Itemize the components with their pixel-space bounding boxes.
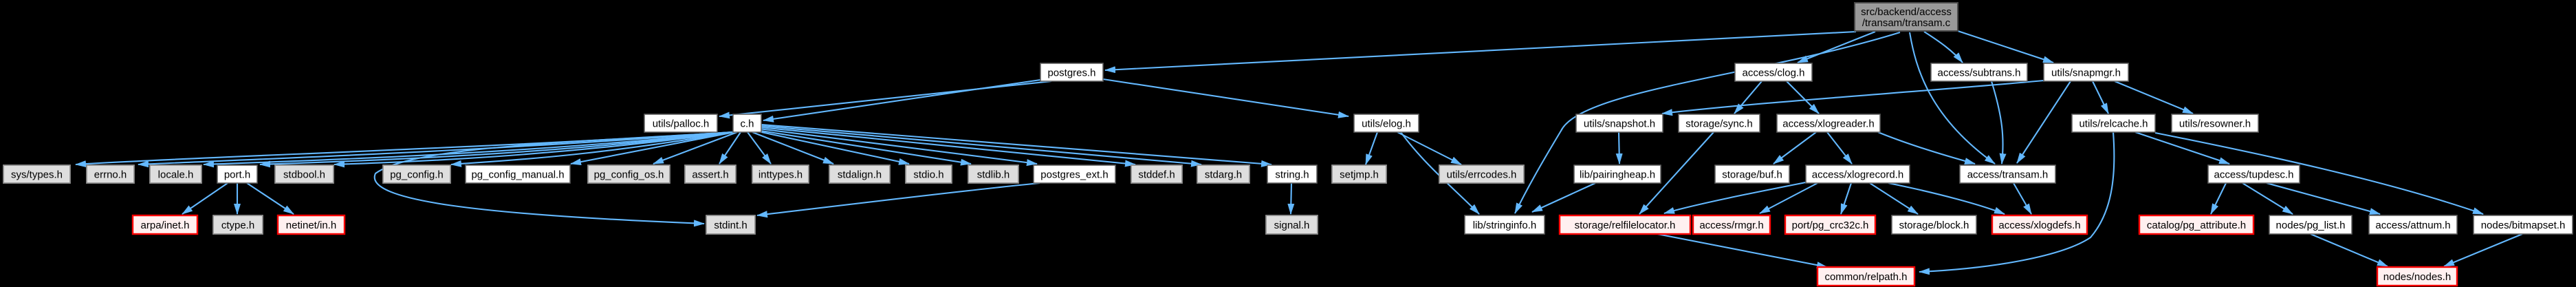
svg-text:storage/sync.h: storage/sync.h — [1685, 118, 1753, 129]
svg-text:stdbool.h: stdbool.h — [283, 169, 325, 180]
svg-text:stdalign.h: stdalign.h — [838, 169, 882, 180]
svg-text:locale.h: locale.h — [158, 169, 194, 180]
svg-text:access/xlogreader.h: access/xlogreader.h — [1782, 118, 1874, 129]
svg-text:lib/stringinfo.h: lib/stringinfo.h — [1473, 220, 1537, 231]
svg-text:access/xlogrecord.h: access/xlogrecord.h — [1812, 169, 1903, 180]
svg-text:utils/snapshot.h: utils/snapshot.h — [1584, 118, 1655, 129]
svg-text:stddef.h: stddef.h — [1138, 169, 1175, 180]
svg-text:lib/pairingheap.h: lib/pairingheap.h — [1580, 169, 1655, 180]
svg-text:assert.h: assert.h — [692, 169, 728, 180]
svg-text:utils/relcache.h: utils/relcache.h — [2079, 118, 2148, 129]
svg-text:stdint.h: stdint.h — [714, 220, 747, 231]
svg-text:catalog/pg_attribute.h: catalog/pg_attribute.h — [2147, 220, 2246, 231]
svg-text:access/tupdesc.h: access/tupdesc.h — [2214, 169, 2294, 180]
svg-text:src/backend/access: src/backend/access — [1861, 6, 1952, 18]
svg-text:utils/resowner.h: utils/resowner.h — [2179, 118, 2251, 129]
svg-text:sys/types.h: sys/types.h — [11, 169, 63, 180]
svg-text:access/clog.h: access/clog.h — [1743, 67, 1805, 78]
svg-text:access/xlogdefs.h: access/xlogdefs.h — [1998, 220, 2080, 231]
svg-text:nodes/bitmapset.h: nodes/bitmapset.h — [2481, 220, 2566, 231]
svg-text:setjmp.h: setjmp.h — [1340, 169, 1379, 180]
svg-text:utils/elog.h: utils/elog.h — [1362, 118, 1411, 129]
svg-text:netinet/in.h: netinet/in.h — [286, 220, 336, 231]
svg-text:storage/block.h: storage/block.h — [1899, 220, 1969, 231]
svg-text:access/transam.h: access/transam.h — [1967, 169, 2049, 180]
svg-text:stdarg.h: stdarg.h — [1205, 169, 1242, 180]
svg-text:nodes/pg_list.h: nodes/pg_list.h — [2276, 220, 2346, 231]
svg-text:errno.h: errno.h — [94, 169, 127, 180]
svg-text:postgres_ext.h: postgres_ext.h — [1040, 169, 1108, 180]
svg-text:c.h: c.h — [740, 118, 754, 129]
svg-text:access/rmgr.h: access/rmgr.h — [1699, 220, 1763, 231]
svg-text:port.h: port.h — [224, 169, 250, 180]
svg-text:/transam/transam.c: /transam/transam.c — [1862, 17, 1951, 29]
svg-text:signal.h: signal.h — [1274, 220, 1310, 231]
svg-text:stdio.h: stdio.h — [913, 169, 943, 180]
svg-text:pg_config_os.h: pg_config_os.h — [594, 169, 664, 180]
svg-text:storage/buf.h: storage/buf.h — [1722, 169, 1782, 180]
svg-text:nodes/nodes.h: nodes/nodes.h — [2383, 271, 2451, 283]
svg-text:utils/palloc.h: utils/palloc.h — [653, 118, 710, 129]
svg-text:stdlib.h: stdlib.h — [977, 169, 1010, 180]
svg-text:utils/snapmgr.h: utils/snapmgr.h — [2051, 67, 2121, 78]
svg-text:access/subtrans.h: access/subtrans.h — [1938, 67, 2021, 78]
svg-text:inttypes.h: inttypes.h — [758, 169, 803, 180]
svg-text:storage/relfilelocator.h: storage/relfilelocator.h — [1575, 220, 1676, 231]
svg-text:utils/errcodes.h: utils/errcodes.h — [1447, 169, 1517, 180]
svg-text:string.h: string.h — [1275, 169, 1309, 180]
svg-text:postgres.h: postgres.h — [1047, 67, 1095, 78]
svg-text:pg_config_manual.h: pg_config_manual.h — [471, 169, 564, 180]
svg-text:pg_config.h: pg_config.h — [390, 169, 444, 180]
svg-text:ctype.h: ctype.h — [221, 220, 254, 231]
svg-text:port/pg_crc32c.h: port/pg_crc32c.h — [1792, 220, 1869, 231]
svg-text:arpa/inet.h: arpa/inet.h — [141, 220, 190, 231]
svg-text:access/attnum.h: access/attnum.h — [2375, 220, 2450, 231]
svg-text:common/relpath.h: common/relpath.h — [1824, 271, 1907, 283]
